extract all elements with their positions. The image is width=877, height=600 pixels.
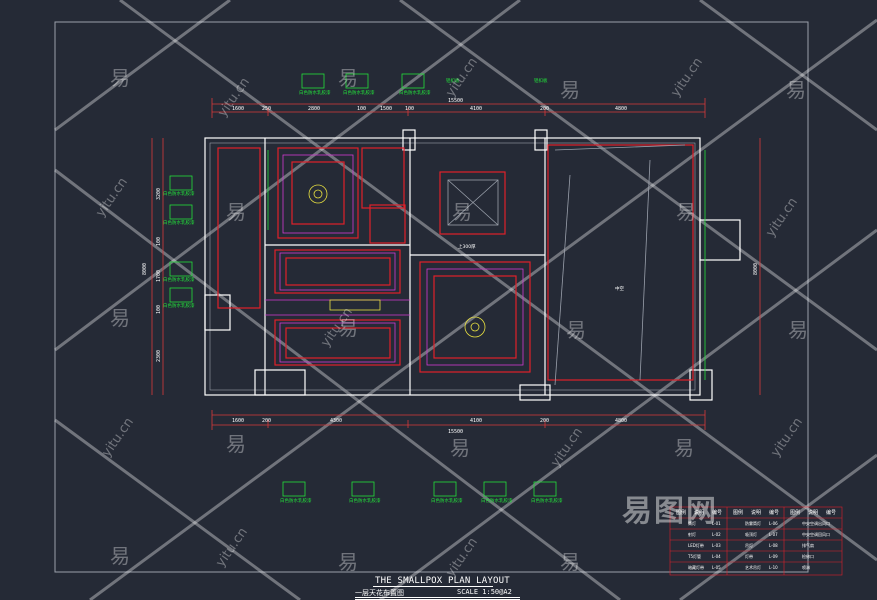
light-tag-top-2: 白色防水乳胶漆: [343, 89, 375, 96]
legend-header-8: 说明: [808, 510, 819, 516]
legend-header-3: 编号: [712, 510, 723, 516]
legend-row-4-desc: T5灯管: [688, 554, 701, 559]
drawing-scale: SCALE 1:50@A2: [457, 588, 512, 596]
legend-header-7: 图例: [790, 510, 801, 516]
legend-row-5-code2: L-10: [769, 565, 778, 570]
top-total-dimension: 15500: [448, 98, 463, 104]
top-dim-7: 4100: [470, 106, 482, 112]
bottom-dim-4: 4100: [470, 418, 482, 424]
legend-row-3-desc2: 吊灯: [745, 543, 753, 548]
legend-header-5: 说明: [751, 510, 762, 516]
legend-header-2: 说明: [694, 510, 705, 516]
legend-row-3-desc: LED灯带: [688, 543, 704, 548]
dimension-lines: [151, 98, 761, 430]
legend-row-5-code: L-05: [712, 565, 721, 570]
left-dim-4: 100: [156, 305, 162, 314]
legend-row-3-code2: L-08: [769, 543, 778, 548]
legend-row-2-code: L-02: [712, 532, 721, 537]
bottom-dim-3: 4300: [330, 418, 342, 424]
plan-annotations: 白色防水乳胶漆 白色防水乳胶漆 白色防水乳胶漆 铝扣板 铝扣板 白色防水乳胶漆 …: [163, 77, 624, 504]
vertical-dimension-text: 8000 3200 100 1700 100 2300 8000: [142, 188, 759, 362]
legend-row-1-desc2: 防雾筒灯: [745, 521, 761, 526]
legend-row-2-desc: 射灯: [688, 532, 696, 537]
title-underline: [373, 586, 493, 587]
legend-row-1-desc: 筒灯: [688, 521, 696, 526]
bottom-dim-2: 200: [262, 418, 271, 424]
legend-header-1: 图例: [676, 510, 687, 516]
light-tag-bottom-2: 白色防水乳胶漆: [349, 497, 381, 504]
dimension-text: 15500 1600 250 2800 100 1500 100 4100 20…: [232, 98, 627, 435]
top-dim-9: 4800: [615, 106, 627, 112]
bottom-dim-1: 1600: [232, 418, 244, 424]
legend-row-5-desc2: 艺术吊灯: [745, 565, 761, 570]
right-total-dimension: 8000: [753, 263, 759, 275]
top-dim-3: 2800: [308, 106, 320, 112]
walls: [204, 129, 741, 401]
legend-row-1-code2: L-06: [769, 521, 778, 526]
light-tag-left-2: 白色防水乳胶漆: [163, 219, 195, 226]
legend-row-2-code2: L-07: [769, 532, 778, 537]
left-total-dimension: 8000: [142, 263, 148, 275]
legend-row-3-desc3: 排气扇: [802, 543, 814, 548]
drawing-title-block: THE SMALLPOX PLAN LAYOUT 一层天花布置图 SCALE 1…: [355, 574, 525, 600]
legend-row-1-desc3: 中央空调出风口: [802, 521, 830, 526]
left-dim-2: 100: [156, 237, 162, 246]
top-dim-1: 1600: [232, 106, 244, 112]
light-tag-left-3: 白色防水乳胶漆: [163, 276, 195, 283]
light-tag-top-3: 白色防水乳胶漆: [399, 89, 431, 96]
legend-header-6: 编号: [769, 510, 780, 516]
light-tag-top-1: 白色防水乳胶漆: [299, 89, 331, 96]
legend-row-5-desc: 暗藏灯带: [688, 565, 704, 570]
legend-header-4: 图例: [733, 510, 744, 516]
green-note-1: 铝扣板: [446, 77, 460, 84]
brand-logo: 易图网: [622, 494, 718, 529]
light-fixtures: [308, 184, 486, 338]
left-dim-5: 2300: [156, 350, 162, 362]
light-tag-left-1: 白色防水乳胶漆: [163, 190, 195, 197]
bottom-total-dimension: 15500: [448, 429, 463, 435]
top-dim-2: 250: [262, 106, 271, 112]
green-note-2: 铝扣板: [534, 77, 548, 84]
top-dim-5: 1500: [380, 106, 392, 112]
legend-row-4-code2: L-09: [769, 554, 778, 559]
light-tag-bottom-5: 白色防水乳胶漆: [531, 497, 563, 504]
bottom-dim-5: 200: [540, 418, 549, 424]
annotation-tags: [169, 73, 706, 497]
watermark-grid: [54, 0, 877, 600]
title-rule-1: [355, 597, 520, 598]
stair-structure: [447, 144, 686, 386]
drawing-frame: [54, 21, 809, 573]
legend-row-4-desc2: 灯带: [745, 554, 753, 559]
legend-row-5-desc3: 喷淋: [802, 565, 810, 570]
legend-row-1-code: L-01: [712, 521, 721, 526]
legend-row-3-code: L-03: [712, 543, 721, 548]
bottom-dim-6: 4800: [615, 418, 627, 424]
drawing-title-en: THE SMALLPOX PLAN LAYOUT: [375, 576, 510, 586]
room-label-void: 中空: [615, 285, 624, 292]
legend-table: 图例 说明 编号 图例 说明 编号 图例 说明 编号 筒灯 L-01 防雾筒灯 …: [670, 507, 842, 575]
top-dim-8: 200: [540, 106, 549, 112]
legend-table-grid: [669, 506, 843, 576]
drawing-title-cn: 一层天花布置图: [355, 589, 404, 597]
ceiling-accents: [265, 154, 524, 366]
legend-row-2-desc2: 吸顶灯: [745, 532, 757, 537]
legend-header-9: 编号: [826, 510, 837, 516]
stair-label: 上300厚: [458, 243, 476, 250]
left-dim-1: 3200: [156, 188, 162, 200]
top-dim-6: 100: [405, 106, 414, 112]
legend-row-4-code: L-04: [712, 554, 721, 559]
light-tag-bottom-1: 白色防水乳胶漆: [280, 497, 312, 504]
ceiling-outlines: [217, 144, 694, 381]
left-dim-3: 1700: [156, 270, 162, 282]
top-dim-4: 100: [357, 106, 366, 112]
light-tag-bottom-3: 白色防水乳胶漆: [431, 497, 463, 504]
legend-row-2-desc3: 中央空调回风口: [802, 532, 830, 537]
legend-row-4-desc3: 检修口: [802, 554, 814, 559]
light-tag-bottom-4: 白色防水乳胶漆: [481, 497, 513, 504]
light-tag-left-4: 白色防水乳胶漆: [163, 302, 195, 309]
